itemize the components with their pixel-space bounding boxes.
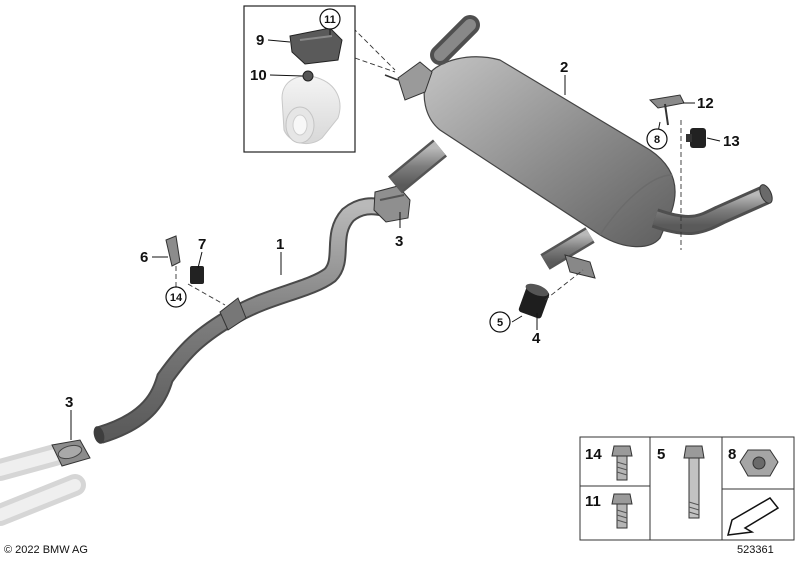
leader-lines <box>70 27 721 440</box>
clamp-part-3-right[interactable] <box>373 185 411 223</box>
legend-label-5: 5 <box>657 446 665 463</box>
copyright-text: © 2022 BMW AG <box>4 544 88 556</box>
callout-6: 6 <box>140 249 148 266</box>
callout-7: 7 <box>198 236 206 253</box>
legend-label-11: 11 <box>585 493 601 510</box>
bracket-part-12[interactable] <box>648 94 685 126</box>
callout-8-circled: 8 <box>654 134 660 146</box>
rubber-mount-part-7[interactable] <box>190 266 204 284</box>
bolt-11-icon <box>611 493 633 529</box>
nut-8-icon <box>739 449 779 477</box>
callout-1: 1 <box>276 236 284 253</box>
flap-bracket <box>384 61 433 101</box>
callout-2: 2 <box>560 59 568 76</box>
callout-5-circled: 5 <box>497 317 503 329</box>
callout-11-circled: 11 <box>324 14 336 26</box>
direction-arrow-icon <box>726 497 780 536</box>
legend-label-14: 14 <box>585 446 602 463</box>
callout-3-right: 3 <box>395 233 403 250</box>
bracket-part-6[interactable] <box>165 235 181 267</box>
callout-9: 9 <box>256 32 264 49</box>
legend-label-8: 8 <box>728 446 736 463</box>
diagram-id: 523361 <box>737 544 774 556</box>
rubber-mount-part-4[interactable] <box>518 281 550 319</box>
ghost-pipes <box>0 444 86 526</box>
parts-legend-table: 14 11 5 8 <box>579 436 795 541</box>
callout-3-left: 3 <box>65 394 73 411</box>
callout-13: 13 <box>723 133 740 150</box>
inset-flap-unit <box>243 5 356 153</box>
bolt-14-icon <box>611 445 633 481</box>
front-pipe-part-1[interactable] <box>92 197 388 445</box>
callout-labels: 1 2 3 3 4 6 7 9 10 12 13 5 14 11 8 <box>65 8 740 411</box>
bolt-5-icon <box>683 445 705 519</box>
callout-10: 10 <box>250 67 267 84</box>
clamp-part-3-left[interactable] <box>51 439 91 467</box>
rear-muffler-part-2[interactable] <box>388 15 775 279</box>
callout-12: 12 <box>697 95 714 112</box>
callout-4: 4 <box>532 330 541 347</box>
rubber-mount-part-13[interactable] <box>686 128 706 148</box>
callout-14-circled: 14 <box>170 292 183 304</box>
